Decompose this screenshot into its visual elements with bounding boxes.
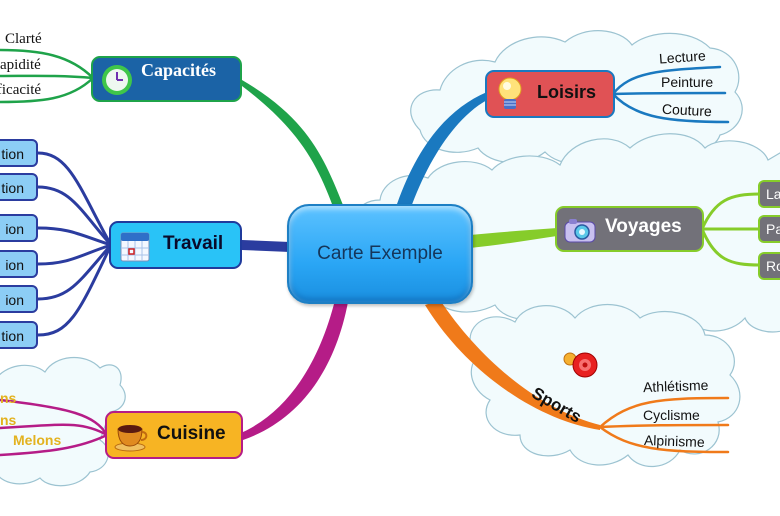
subtopic-travail-3[interactable]: ion [0, 214, 38, 242]
branch-loisirs [395, 92, 487, 210]
lightbulb-icon [498, 77, 522, 109]
clock-icon [102, 65, 132, 95]
subtopic-voyages-2[interactable]: Pa [758, 215, 780, 243]
subtopic-voyages-1[interactable]: La [758, 180, 780, 208]
sub-branches [0, 48, 762, 457]
topic-voyages[interactable]: Voyages [555, 206, 704, 252]
subtopic-athletisme[interactable]: Athlétisme [642, 376, 709, 396]
coffee-cup-icon [114, 425, 148, 452]
subtopic-peinture[interactable]: Peinture [661, 74, 714, 90]
subtopic-cyclisme[interactable]: Cyclisme [643, 407, 700, 423]
central-topic-label: Carte Exemple [317, 243, 443, 264]
subtopic-travail-1[interactable]: tion [0, 139, 38, 167]
subtopic-clarte[interactable]: Clarté [5, 31, 42, 47]
topic-voyages-label: Voyages [605, 216, 682, 237]
branch-voyages [470, 228, 557, 248]
branch-capacites [242, 80, 345, 212]
topic-loisirs[interactable]: Loisirs [485, 70, 615, 118]
subtopic-lecture[interactable]: Lecture [658, 47, 707, 67]
topic-loisirs-label: Loisirs [537, 82, 597, 102]
subtopic-travail-6[interactable]: tion [0, 321, 38, 349]
subtopic-couture[interactable]: Couture [661, 100, 713, 120]
subtopic-cuisine-2[interactable]: ns [0, 412, 17, 428]
topic-capacites-label: Capacités [141, 60, 216, 80]
subtopic-travail-2[interactable]: tion [0, 173, 38, 201]
subtopic-cuisine-1[interactable]: ns [0, 390, 17, 406]
subtopic-alpinisme[interactable]: Alpinisme [643, 431, 705, 451]
branch-sports [425, 300, 600, 430]
central-topic[interactable]: Carte Exemple [287, 204, 473, 304]
subtopic-travail-4[interactable]: ion [0, 250, 38, 278]
branch-cuisine [243, 300, 348, 440]
topic-cuisine[interactable]: Cuisine [105, 411, 243, 459]
topic-travail[interactable]: Travail [109, 221, 242, 269]
topic-cuisine-label: Cuisine [157, 423, 226, 444]
topic-capacites[interactable]: Capacités [91, 56, 242, 102]
bell-icon [563, 352, 598, 378]
calendar-icon [120, 232, 150, 262]
main-branches [242, 80, 600, 440]
subtopic-rapidite[interactable]: Rapidité [0, 57, 41, 73]
subtopic-voyages-3[interactable]: Ro [758, 252, 780, 280]
subtopic-efficacite[interactable]: Efficacité [0, 82, 42, 98]
subtopic-melons[interactable]: Melons [13, 432, 62, 448]
branch-travail [242, 240, 290, 252]
subtopic-travail-5[interactable]: ion [0, 285, 38, 313]
camera-icon [564, 219, 596, 243]
topic-travail-label: Travail [163, 233, 224, 254]
